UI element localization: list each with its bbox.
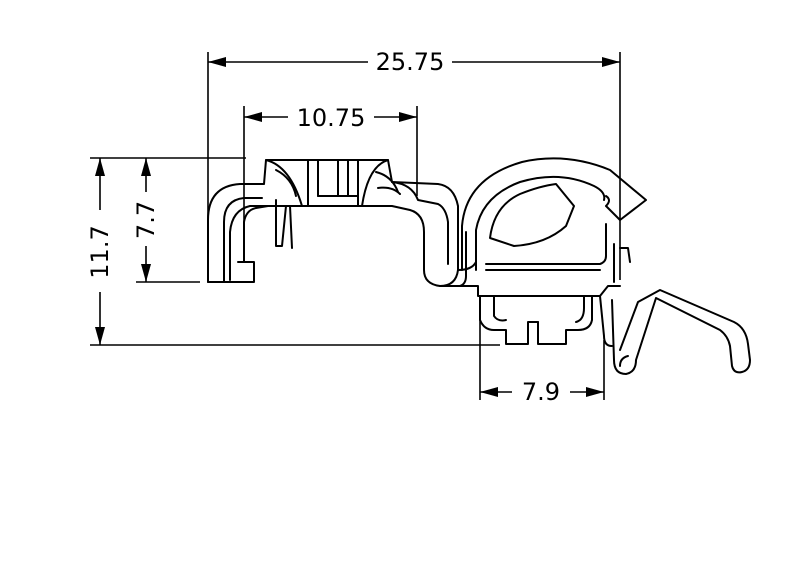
dimension-clip-height: 7.7	[132, 158, 200, 283]
clip-height-label: 7.7	[132, 201, 160, 239]
arrowhead-right	[602, 57, 620, 67]
arrowhead-right	[586, 387, 604, 397]
overall-height-label: 11.7	[86, 225, 114, 278]
base-with-legs	[479, 295, 613, 347]
overall-width-label: 25.75	[376, 48, 445, 76]
arrowhead-down	[141, 264, 151, 282]
arrowhead-down	[95, 327, 105, 345]
arrowhead-right	[399, 112, 417, 122]
dimension-base-width: 7.9	[479, 300, 605, 406]
base-width-label: 7.9	[522, 378, 560, 406]
flexible-arm	[611, 289, 751, 375]
part-outline	[207, 157, 751, 375]
cable-holder	[461, 157, 647, 283]
arrowhead-left	[244, 112, 262, 122]
dimension-clip-width: 10.75	[243, 104, 418, 222]
left-clip	[207, 159, 467, 287]
dimension-overall-height: 11.7	[86, 157, 500, 346]
dimension-overall-width: 25.75	[207, 48, 621, 280]
arrowhead-up	[95, 158, 105, 176]
arrowhead-left	[480, 387, 498, 397]
arrowhead-up	[141, 158, 151, 176]
arrowhead-left	[208, 57, 226, 67]
clip-width-label: 10.75	[297, 104, 366, 132]
